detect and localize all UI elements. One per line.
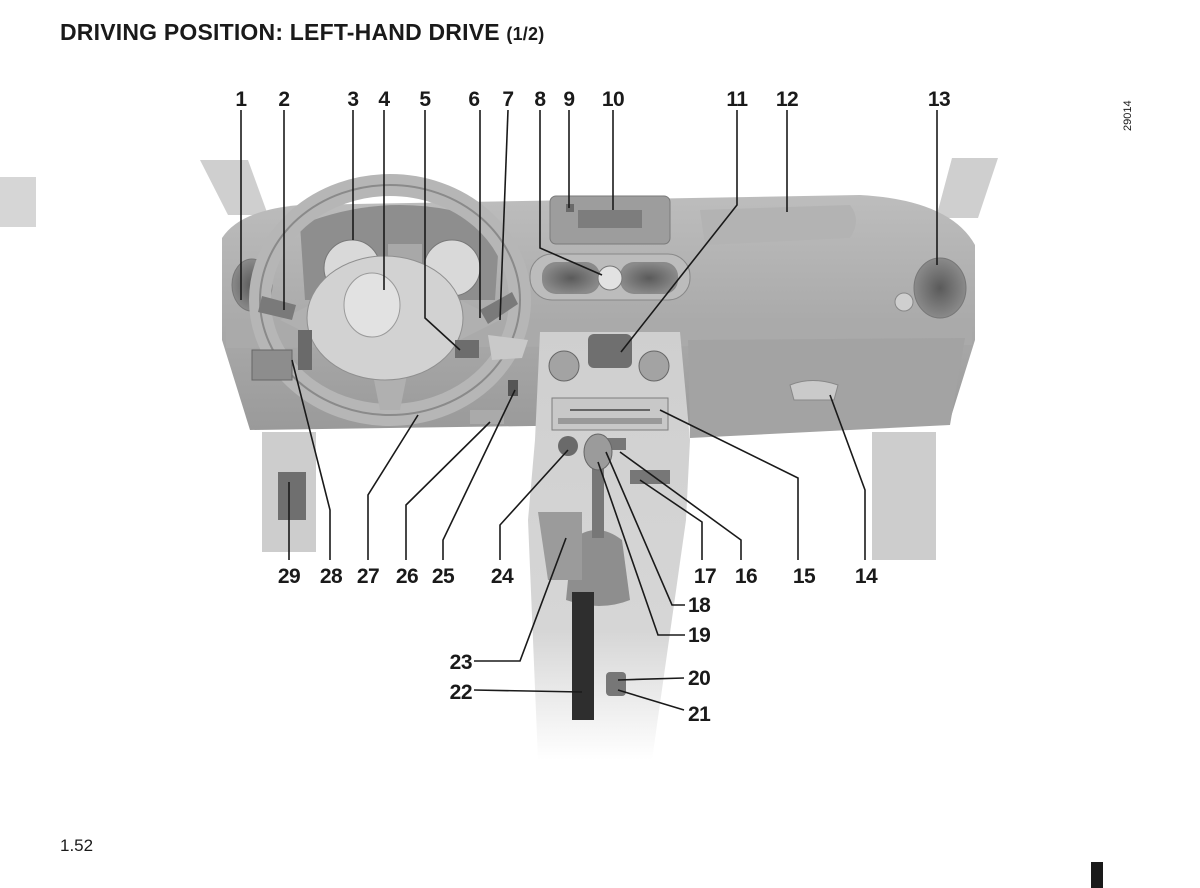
left-a-pillar: [200, 160, 268, 215]
fuse-box-cover: [470, 410, 504, 424]
page-number: 1.52: [60, 836, 94, 855]
storage-tray: [630, 470, 670, 484]
callout-15: 15: [793, 565, 816, 588]
leader-25: [442, 389, 516, 560]
title-main: DRIVING POSITION: LEFT-HAND DRIVE: [60, 19, 500, 45]
gear-lever-shaft: [592, 458, 604, 538]
callout-27: 27: [357, 565, 379, 588]
leader-22: [473, 689, 583, 693]
leader-8: [539, 110, 603, 276]
callout-9: 9: [563, 88, 574, 111]
callout-29: 29: [278, 565, 300, 588]
callout-26: 26: [396, 565, 418, 588]
callout-1: 1: [235, 88, 247, 111]
leader-7: [499, 109, 509, 321]
center-vent-left: [542, 262, 600, 294]
center-vent-knob: [597, 265, 623, 291]
callout-8: 8: [534, 88, 546, 111]
headlight-adjuster: [298, 330, 312, 370]
callout-18: 18: [688, 594, 711, 617]
climate-display: [588, 334, 632, 368]
leader-24: [499, 449, 569, 560]
callout-4: 4: [378, 88, 390, 111]
leader-19: [597, 461, 685, 636]
climate-knob-right: [638, 350, 670, 382]
callout-22: 22: [450, 681, 472, 704]
leader-16: [619, 451, 742, 560]
bonnet-release-handle: [278, 472, 306, 520]
page-title: DRIVING POSITION: LEFT-HAND DRIVE (1/2): [60, 19, 544, 46]
chapter-tab-marker: [0, 177, 36, 227]
leader-lines: [240, 109, 938, 711]
instrument-panel-surround: [488, 335, 528, 360]
callout-10: 10: [602, 88, 624, 111]
lighting-switch-panel: [251, 349, 293, 381]
callout-24: 24: [491, 565, 514, 588]
leader-14: [829, 394, 866, 560]
callout-7: 7: [502, 88, 513, 111]
horn-logo: [343, 272, 401, 338]
callout-28: 28: [320, 565, 343, 588]
remote-control-stalk: [455, 340, 479, 358]
hazard-button: [566, 204, 574, 212]
callout-11: 11: [726, 88, 748, 111]
leader-21: [617, 689, 685, 711]
parking-brake: [572, 592, 594, 720]
steering-wheel-right-spoke: [460, 300, 500, 340]
steering-wheel-edge: [259, 184, 521, 416]
callout-16: 16: [735, 565, 757, 588]
leader-15: [659, 409, 799, 560]
leader-11: [620, 110, 738, 353]
ignition-switch: [508, 380, 518, 396]
callout-12: 12: [776, 88, 798, 111]
leader-5: [424, 110, 461, 351]
callout-5: 5: [419, 88, 431, 111]
climate-knob-left: [548, 350, 580, 382]
glovebox-handle: [789, 380, 839, 401]
cigar-lighter: [606, 672, 626, 696]
console-storage: [538, 512, 582, 580]
leader-23: [474, 537, 567, 662]
callout-25: 25: [432, 565, 455, 588]
center-vent-right: [620, 262, 678, 294]
leader-20: [617, 677, 685, 681]
leader-18: [605, 451, 685, 606]
callout-13: 13: [928, 88, 950, 111]
callout-19: 19: [688, 624, 710, 647]
callout-14: 14: [855, 565, 878, 588]
right-stalk: [480, 292, 518, 324]
radio-unit: [551, 397, 669, 431]
gear-lever-knob: [583, 433, 613, 471]
callout-2: 2: [278, 88, 289, 111]
callout-labels: 1 2 3 4 5 6 7 8 9 10 11 12 13 29 28 27 2…: [235, 88, 950, 726]
leader-27: [367, 414, 419, 560]
socket: [558, 436, 578, 456]
callout-23: 23: [450, 651, 472, 674]
title-part: (1/2): [506, 24, 545, 44]
passenger-airbag: [700, 205, 856, 245]
leader-28: [291, 359, 331, 560]
callout-21: 21: [688, 703, 711, 726]
right-a-pillar: [936, 158, 998, 218]
left-stalk: [258, 296, 296, 320]
multifunction-screen: [578, 210, 642, 228]
leader-17: [639, 479, 703, 560]
radio-buttons: [558, 418, 662, 424]
right-vent-knob: [894, 292, 914, 312]
right-side-vent: [913, 257, 967, 319]
page-edge-marker: [1091, 862, 1103, 888]
callout-6: 6: [468, 88, 479, 111]
right-footwell: [872, 432, 936, 560]
callout-20: 20: [688, 667, 710, 690]
callout-3: 3: [347, 88, 358, 111]
leader-26: [405, 421, 491, 560]
callout-17: 17: [694, 565, 716, 588]
